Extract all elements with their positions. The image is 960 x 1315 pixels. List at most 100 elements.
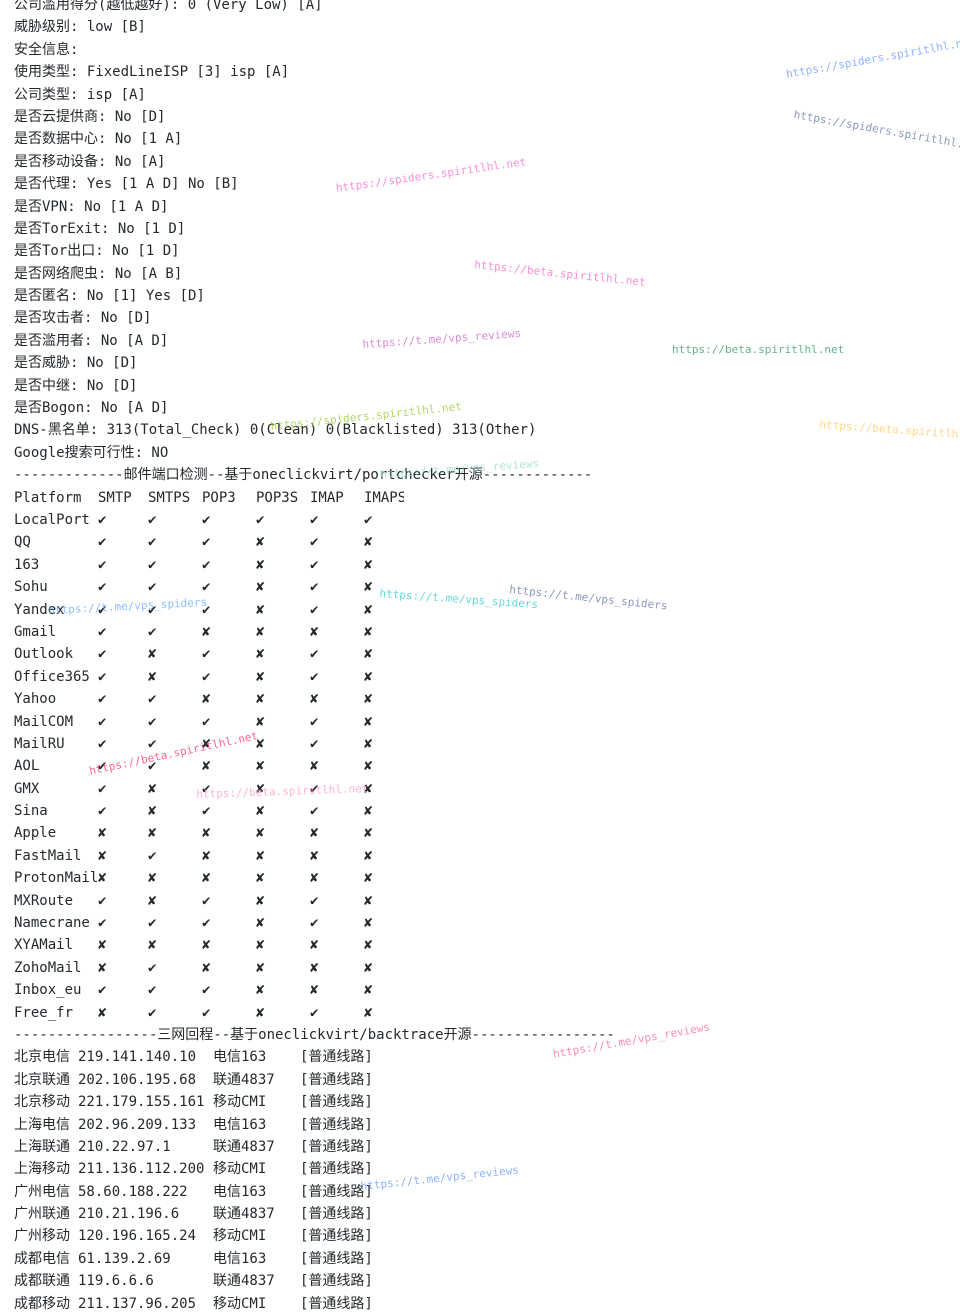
- port-status: ✔: [98, 915, 107, 932]
- info-line: 是否攻击者: No [D]: [14, 310, 152, 327]
- port-status: ✔: [310, 579, 319, 596]
- port-status: ✔: [148, 556, 157, 573]
- route-carrier: 电信163: [213, 1183, 267, 1200]
- port-status: ✘: [98, 1004, 107, 1021]
- port-status: ✔: [202, 534, 211, 551]
- info-line: 是否Tor出口: No [1 D]: [14, 243, 180, 260]
- port-status: ✔: [98, 758, 107, 775]
- port-status: ✘: [310, 825, 319, 842]
- port-status: ✔: [148, 735, 157, 752]
- table-row: ZohoMail✘✔✘✘✘✘: [14, 957, 954, 979]
- port-status: ✘: [310, 959, 319, 976]
- port-status: ✘: [310, 847, 319, 864]
- route-carrier: 移动CMI: [213, 1161, 267, 1178]
- platform-name: Apple: [14, 825, 57, 842]
- port-status: ✘: [364, 623, 373, 640]
- port-status: ✘: [148, 646, 157, 663]
- port-status: ✘: [148, 937, 157, 954]
- table-row: Namecrane✔✔✔✘✔✘: [14, 912, 954, 934]
- table-row: Office365✔✘✔✘✔✘: [14, 666, 954, 688]
- platform-name: Office365: [14, 668, 90, 685]
- route-section-separator: -----------------三网回程--基于oneclickvirt/ba…: [14, 1026, 615, 1043]
- port-status: ✔: [148, 758, 157, 775]
- port-status: ✔: [364, 511, 373, 528]
- info-line: 是否网络爬虫: No [A B]: [14, 265, 183, 282]
- port-status: ✔: [148, 982, 157, 999]
- route-ip: 221.179.155.161: [78, 1094, 205, 1111]
- port-status: ✘: [256, 959, 265, 976]
- platform-name: Free_fr: [14, 1004, 74, 1021]
- port-status: ✘: [364, 780, 373, 797]
- mail-column-header: POP3S: [256, 489, 299, 506]
- info-line: 是否云提供商: No [D]: [14, 108, 166, 125]
- port-status: ✘: [310, 623, 319, 640]
- port-status: ✔: [202, 1004, 211, 1021]
- route-ip: 119.6.6.6: [78, 1273, 154, 1290]
- mail-column-header: POP3: [202, 489, 236, 506]
- platform-name: Gmail: [14, 623, 57, 640]
- port-status: ✔: [148, 511, 157, 528]
- ip-info-block: 公司滥用得分(越低越好): 0 (Very Low) [A]威胁级别: low …: [14, 0, 954, 464]
- route-location: 上海移动: [14, 1161, 70, 1178]
- info-line: Google搜索可行性: NO: [14, 444, 169, 461]
- port-status: ✘: [202, 870, 211, 887]
- table-row: Yandex✔✔✔✘✔✘: [14, 599, 954, 621]
- info-line: 是否数据中心: No [1 A]: [14, 131, 183, 148]
- table-row: LocalPort✔✔✔✔✔✔: [14, 509, 954, 531]
- port-status: ✘: [202, 758, 211, 775]
- table-row: QQ✔✔✔✘✔✘: [14, 531, 954, 553]
- route-ip: 61.139.2.69: [78, 1250, 171, 1267]
- table-row: XYAMail✘✘✘✘✘✘: [14, 934, 954, 956]
- route-type: [普通线路]: [300, 1228, 373, 1245]
- port-status: ✘: [256, 982, 265, 999]
- port-status: ✔: [310, 735, 319, 752]
- info-line: 是否Bogon: No [A D]: [14, 400, 169, 417]
- port-status: ✘: [98, 847, 107, 864]
- route-type: [普通线路]: [300, 1116, 373, 1133]
- port-status: ✘: [364, 758, 373, 775]
- port-status: ✔: [98, 803, 107, 820]
- port-status: ✔: [98, 511, 107, 528]
- port-status: ✔: [148, 1004, 157, 1021]
- port-status: ✘: [256, 758, 265, 775]
- port-status: ✔: [202, 892, 211, 909]
- info-line: 是否滥用者: No [A D]: [14, 332, 169, 349]
- mail-section-separator: -------------邮件端口检测--基于oneclickvirt/port…: [14, 467, 593, 484]
- info-line: 是否TorExit: No [1 D]: [14, 220, 186, 237]
- table-row: MailCOM✔✔✔✘✔✘: [14, 711, 954, 733]
- port-status: ✘: [256, 803, 265, 820]
- port-status: ✔: [98, 982, 107, 999]
- port-status: ✔: [310, 892, 319, 909]
- info-line: 是否匿名: No [1] Yes [D]: [14, 288, 205, 305]
- info-line: 安全信息:: [14, 41, 79, 58]
- port-status: ✘: [310, 691, 319, 708]
- port-status: ✘: [256, 579, 265, 596]
- port-status: ✘: [364, 870, 373, 887]
- port-status: ✔: [148, 847, 157, 864]
- port-status: ✔: [310, 646, 319, 663]
- port-status: ✘: [364, 825, 373, 842]
- port-status: ✔: [202, 601, 211, 618]
- port-status: ✘: [256, 847, 265, 864]
- route-type: [普通线路]: [300, 1250, 373, 1267]
- route-ip: 202.96.209.133: [78, 1116, 197, 1133]
- mail-column-header: IMAPS: [364, 489, 404, 506]
- port-status: ✔: [310, 511, 319, 528]
- table-row: GMX✔✘✔✘✔✘: [14, 778, 954, 800]
- port-status: ✘: [310, 758, 319, 775]
- port-status: ✘: [256, 623, 265, 640]
- port-status: ✔: [148, 579, 157, 596]
- route-ip: 219.141.140.10: [78, 1049, 197, 1066]
- route-carrier: 移动CMI: [213, 1228, 267, 1245]
- info-line: 是否中继: No [D]: [14, 377, 138, 394]
- info-line: 是否移动设备: No [A]: [14, 153, 166, 170]
- port-status: ✘: [364, 556, 373, 573]
- platform-name: Sina: [14, 803, 48, 820]
- route-ip: 210.22.97.1: [78, 1138, 171, 1155]
